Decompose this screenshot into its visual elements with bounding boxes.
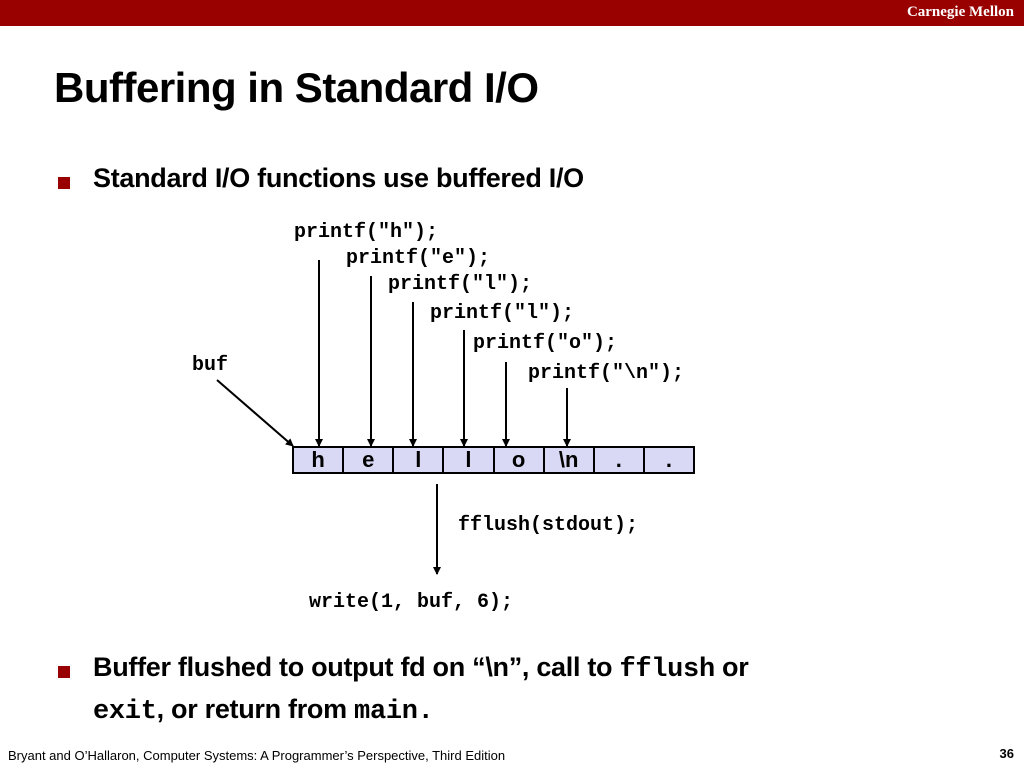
bullet-marker-2 [58,666,70,678]
buffer-cell: e [344,448,395,472]
printf-call-o: printf("o"); [473,332,618,355]
fflush-call: fflush(stdout); [458,514,639,537]
footer-citation: Bryant and O’Hallaron, Computer Systems:… [8,748,506,763]
arrow-buf [216,379,294,447]
bullet-text-2-line2: exit, or return from main. [93,694,434,727]
buffer-cell: \n [545,448,595,472]
buffer-cell: h [294,448,345,472]
buffer-cell: . [665,447,672,472]
code-fflush: fflush [619,655,715,685]
buffer-cell: . [595,448,645,472]
buffer-cell: o [495,448,545,472]
header-bar: Carnegie Mellon [0,0,1024,26]
bullet-text-part: or [714,652,749,682]
bullet-text-1: Standard I/O functions use buffered I/O [93,163,584,193]
buf-label: buf [192,354,229,377]
printf-call-l2: printf("l"); [430,302,575,325]
printf-call-e: printf("e"); [346,247,491,270]
buffer-cell: l [444,448,495,472]
stdout-buffer: h e l l o \n . . [292,446,695,474]
write-call: write(1, buf, 6); [309,591,514,614]
page-number: 36 [999,746,1014,761]
printf-call-newline: printf("\n"); [528,362,685,385]
slide-title: Buffering in Standard I/O [54,64,539,111]
bullet-text-part: , or return from [156,694,355,724]
code-main: main. [354,697,434,727]
bullet-marker-1 [58,177,70,189]
bullet-text-2: Buffer flushed to output fd on “\n”, cal… [93,652,749,685]
printf-call-l1: printf("l"); [388,273,533,296]
printf-call-h: printf("h"); [294,221,439,244]
bullet-text-part: Buffer flushed to output fd on “\n”, cal… [93,652,620,682]
buffer-cell: l [394,448,445,472]
institution-name: Carnegie Mellon [906,4,1014,20]
code-exit: exit [93,697,157,727]
